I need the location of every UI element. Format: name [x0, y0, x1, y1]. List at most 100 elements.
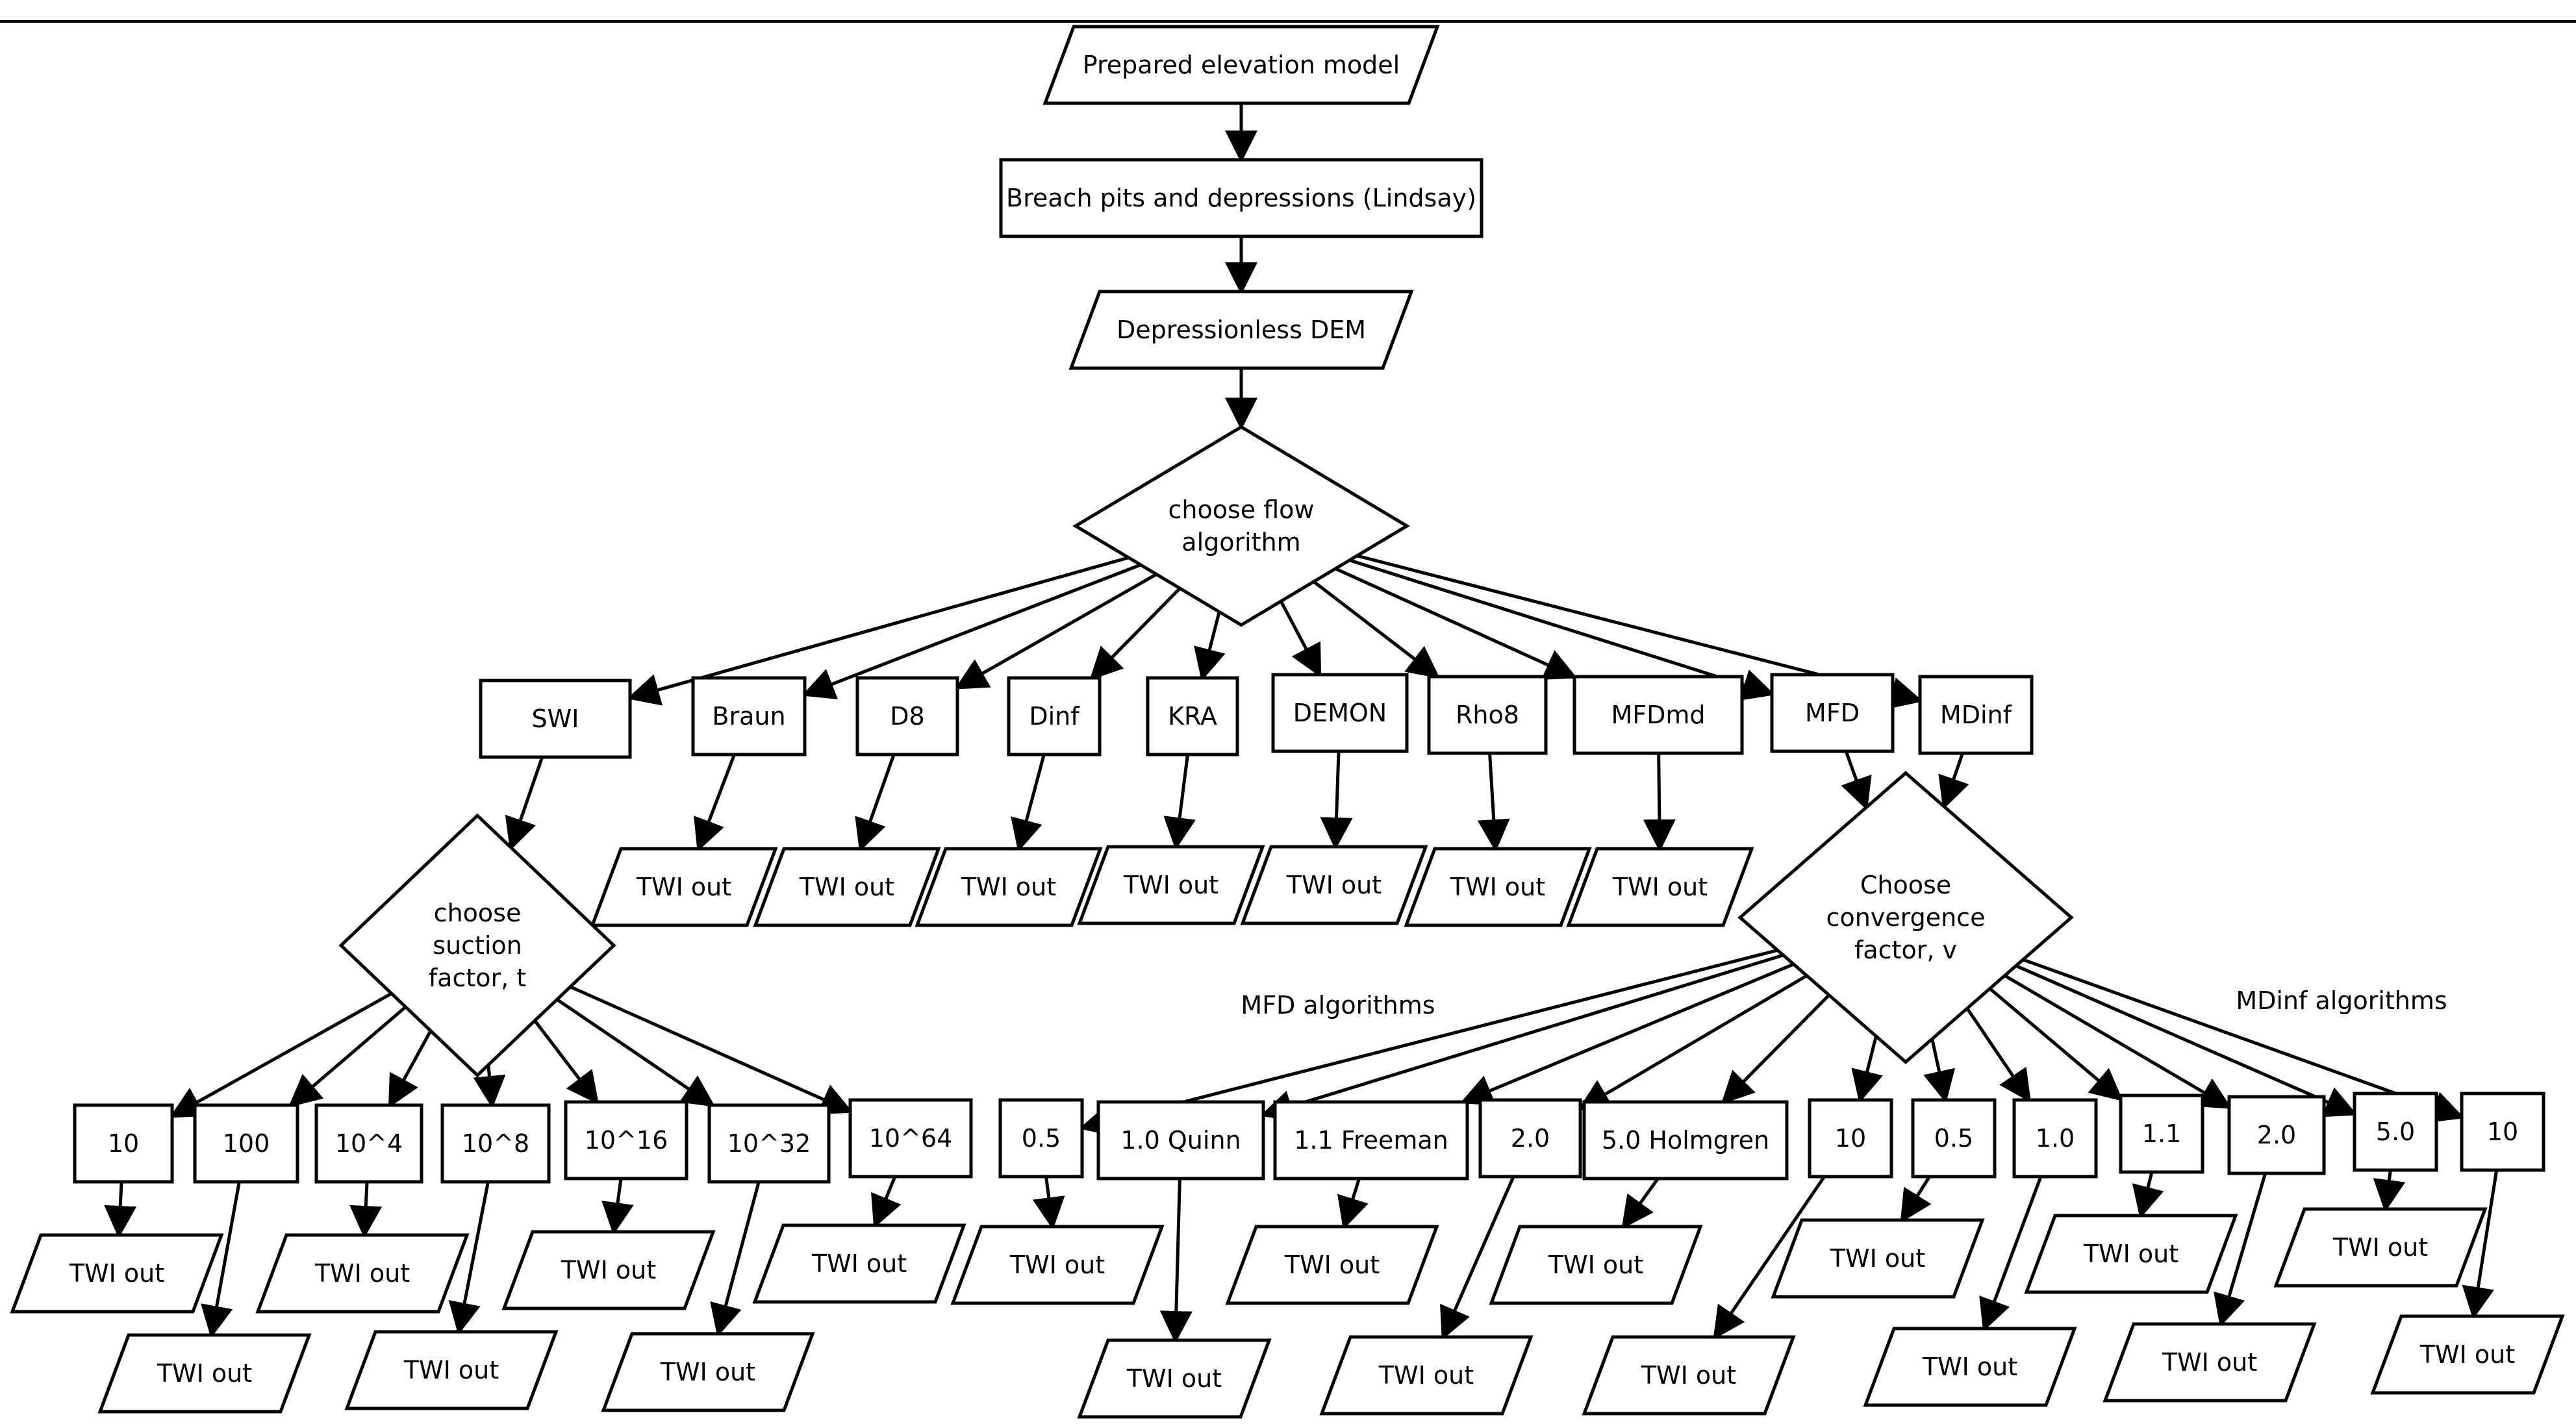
node-ow-05: TWI out — [1771, 1218, 1985, 1299]
node-n-dem: Prepared elevation model — [1042, 25, 1440, 105]
node-label: TWI out — [1126, 1364, 1222, 1393]
node-shape — [440, 1103, 551, 1184]
edge-n-demon-to-o-demon — [1320, 751, 1353, 850]
node-shape — [707, 1103, 831, 1184]
edge-n-conv-to-w-11 — [1988, 987, 2123, 1101]
edge-t-1e32-to-ot-1e32 — [710, 1181, 761, 1337]
node-w-05: 0.5 — [1911, 1098, 1997, 1179]
edge-n-d8-to-o-d8 — [855, 754, 896, 852]
node-n-rho8: Rho8 — [1427, 675, 1548, 755]
node-ov-10q: TWI out — [1077, 1338, 1272, 1419]
edge-n-suction-to-t-1e32 — [556, 998, 716, 1107]
node-label: TWI out — [811, 1249, 907, 1278]
node-label: 1.1 — [2142, 1119, 2181, 1148]
node-label: TWI out — [157, 1359, 252, 1388]
node-label: 100 — [223, 1129, 270, 1158]
node-shape — [344, 1330, 559, 1410]
node-shape — [1582, 1100, 1789, 1180]
node-o-mfdmd: TWI out — [1566, 847, 1754, 927]
edge-n-conv-to-w-05 — [1923, 1038, 1956, 1103]
node-label: 1.0 Quinn — [1120, 1126, 1241, 1155]
node-t-10: 10 — [73, 1103, 174, 1184]
edge-n-conv-to-v-11f — [1459, 962, 1795, 1106]
node-label: 0.5 — [1022, 1124, 1061, 1153]
edge-n-conv-to-v-10q — [1260, 953, 1784, 1122]
node-label: TWI out — [1548, 1251, 1643, 1279]
node-label: 1.1 Freeman — [1294, 1126, 1448, 1155]
node-label: TWI out — [961, 873, 1056, 901]
node-label: Rho8 — [1456, 701, 1519, 729]
node-label: choose flow — [1168, 495, 1315, 524]
node-label: TWI out — [1009, 1251, 1105, 1279]
edge-n-conv-to-w-10 — [1965, 1007, 2031, 1103]
edge-n-swi-to-n-suction — [505, 756, 544, 851]
node-w-100: 10 — [2460, 1092, 2545, 1172]
node-shape — [1572, 675, 1744, 755]
node-shape — [1566, 847, 1754, 927]
node-shape — [1077, 1338, 1272, 1419]
node-label: 5.0 Holmgren — [1602, 1126, 1769, 1155]
node-label: 1.0 — [2036, 1124, 2075, 1153]
node-shape — [1240, 845, 1428, 925]
node-w-50: 5.0 — [2353, 1092, 2438, 1172]
node-label: factor, v — [1854, 936, 1957, 964]
node-w-11: 1.1 — [2119, 1093, 2204, 1174]
node-shape — [1863, 1327, 2077, 1407]
node-label: TWI out — [1450, 873, 1545, 901]
edge-n-conv-to-w-20 — [2004, 974, 2232, 1109]
edge-n-dinf-to-o-dinf — [1011, 754, 1046, 852]
edge-n-conv-to-v-10 — [1851, 1036, 1883, 1103]
node-shape — [2024, 1214, 2238, 1294]
node-ot-100: TWI out — [97, 1333, 312, 1414]
node-label: TWI out — [403, 1356, 499, 1384]
node-label: DEMON — [1293, 699, 1387, 727]
node-shape — [1096, 1100, 1265, 1180]
node-shape — [1225, 1225, 1439, 1305]
edge-n-mfd-to-n-conv — [1841, 751, 1872, 811]
node-shape — [1911, 1098, 1997, 1179]
node-label: TWI out — [69, 1259, 164, 1288]
node-label: 10^32 — [727, 1129, 811, 1158]
node-shape — [1404, 847, 1592, 927]
edge-v-05-to-ov-05 — [1032, 1176, 1065, 1230]
node-label: 0.5 — [1934, 1124, 1973, 1153]
node-n-demon: DEMON — [1271, 673, 1409, 753]
node-shape — [1007, 676, 1102, 756]
node-ot-1e8: TWI out — [344, 1330, 559, 1410]
node-shape — [1582, 1335, 1796, 1416]
node-label: TWI out — [2083, 1240, 2178, 1268]
node-t-1e16: 10^16 — [564, 1100, 688, 1180]
edge-v-20-to-ov-20 — [1440, 1175, 1515, 1340]
node-label: TWI out — [1612, 873, 1708, 901]
edge-w-100-to-ow-100 — [2462, 1169, 2499, 1319]
edge-n-suction-to-t-1e8 — [473, 1064, 506, 1108]
node-ow-100: TWI out — [2370, 1314, 2565, 1395]
edge-n-suction-to-t-1e64 — [570, 985, 853, 1115]
node-label: TWI out — [1284, 1251, 1380, 1279]
node-label: factor, t — [429, 964, 526, 992]
node-label: TWI out — [2332, 1233, 2428, 1262]
edge-v-11f-to-ov-11f — [1337, 1178, 1369, 1230]
node-ow-20: TWI out — [2102, 1322, 2317, 1403]
node-label: Braun — [712, 702, 785, 731]
node-label: TWI out — [1286, 871, 1382, 899]
edge-t-1e16-to-ot-1e16 — [601, 1178, 634, 1235]
edge-w-50-to-ow-50 — [2373, 1169, 2406, 1212]
node-label: TWI out — [799, 873, 894, 901]
node-ov-10: TWI out — [1582, 1335, 1796, 1416]
node-t-100: 100 — [193, 1103, 299, 1184]
node-shape — [1072, 425, 1410, 627]
node-shape — [601, 1332, 815, 1412]
node-shape — [2227, 1095, 2326, 1175]
node-label: convergence — [1826, 903, 1986, 932]
node-label: 2.0 — [1511, 1124, 1550, 1153]
edge-n-conv-to-v-20 — [1577, 974, 1808, 1111]
node-ow-10: TWI out — [1863, 1327, 2077, 1407]
edge-n-flow-to-n-braun — [802, 563, 1142, 699]
node-shape — [564, 1100, 688, 1180]
node-shape — [1478, 1098, 1582, 1179]
node-label: 10 — [1835, 1124, 1866, 1153]
